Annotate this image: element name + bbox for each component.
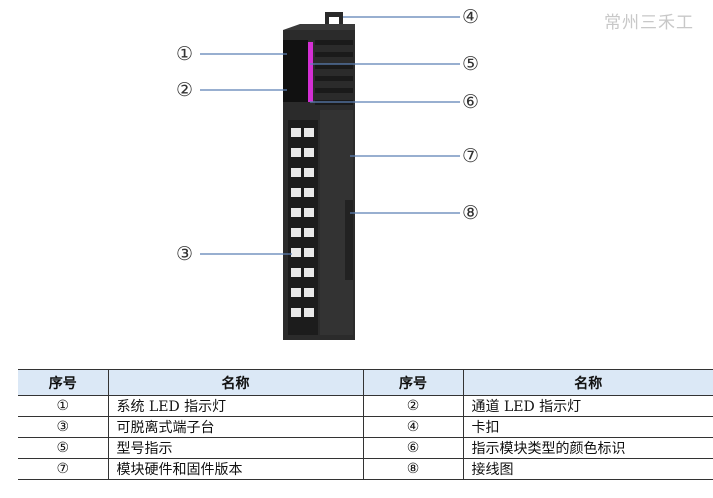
callout-6: ⑥	[462, 91, 480, 113]
cell-index: ②	[362, 395, 464, 417]
terminal-slot	[291, 148, 301, 157]
terminal-slot	[291, 168, 301, 177]
cell-name: 可脱离式端子台	[107, 416, 364, 438]
terminal-slot	[304, 148, 314, 157]
cell-name: 模块硬件和固件版本	[107, 458, 364, 480]
terminal-slot	[291, 188, 301, 197]
terminal-slot	[291, 208, 301, 217]
terminal-slot	[291, 128, 301, 137]
callout-4: ④	[462, 6, 480, 28]
cell-name: 接线图	[462, 458, 713, 480]
table-header: 序号 名称 序号 名称	[18, 369, 713, 396]
terminal-slot	[304, 308, 314, 317]
callout-7: ⑦	[462, 145, 480, 167]
cell-name: 通道 LED 指示灯	[462, 395, 713, 417]
terminal-slot	[291, 308, 301, 317]
io-module-figure	[200, 12, 460, 340]
terminal-slot	[304, 208, 314, 217]
terminal-slot	[304, 288, 314, 297]
terminal-slot	[291, 248, 301, 257]
cell-index: ⑤	[18, 437, 109, 459]
cell-index: ④	[362, 416, 464, 438]
watermark: 常州三禾工	[604, 13, 694, 33]
callout-3: ③	[176, 243, 194, 265]
terminal-slot	[304, 228, 314, 237]
terminal-slot	[304, 268, 314, 277]
cell-name: 卡扣	[462, 416, 713, 438]
cell-index: ①	[18, 395, 109, 417]
header-name: 名称	[107, 369, 364, 396]
terminal-slot	[304, 128, 314, 137]
header-index: 序号	[362, 369, 464, 396]
cell-name: 型号指示	[107, 437, 364, 459]
callout-5: ⑤	[462, 53, 480, 75]
terminal-slot	[304, 188, 314, 197]
terminal-slot	[291, 288, 301, 297]
callout-1: ①	[176, 43, 194, 65]
terminal-slot	[291, 268, 301, 277]
cell-index: ⑧	[362, 458, 464, 480]
cell-name: 系统 LED 指示灯	[107, 395, 364, 417]
terminal-slot	[304, 168, 314, 177]
cell-index: ⑥	[362, 437, 464, 459]
latch-clip	[325, 12, 343, 26]
callout-2: ②	[176, 79, 194, 101]
header-index: 序号	[18, 369, 109, 396]
header-name: 名称	[462, 369, 713, 396]
cell-index: ③	[18, 416, 109, 438]
callout-8: ⑧	[462, 202, 480, 224]
cell-name: 指示模块类型的颜色标识	[462, 437, 713, 459]
terminal-slot	[304, 248, 314, 257]
io-module-device	[283, 12, 355, 340]
leader-lines	[200, 16, 460, 255]
terminal-slot	[291, 228, 301, 237]
cell-index: ⑦	[18, 458, 109, 480]
color-strip	[308, 42, 313, 102]
